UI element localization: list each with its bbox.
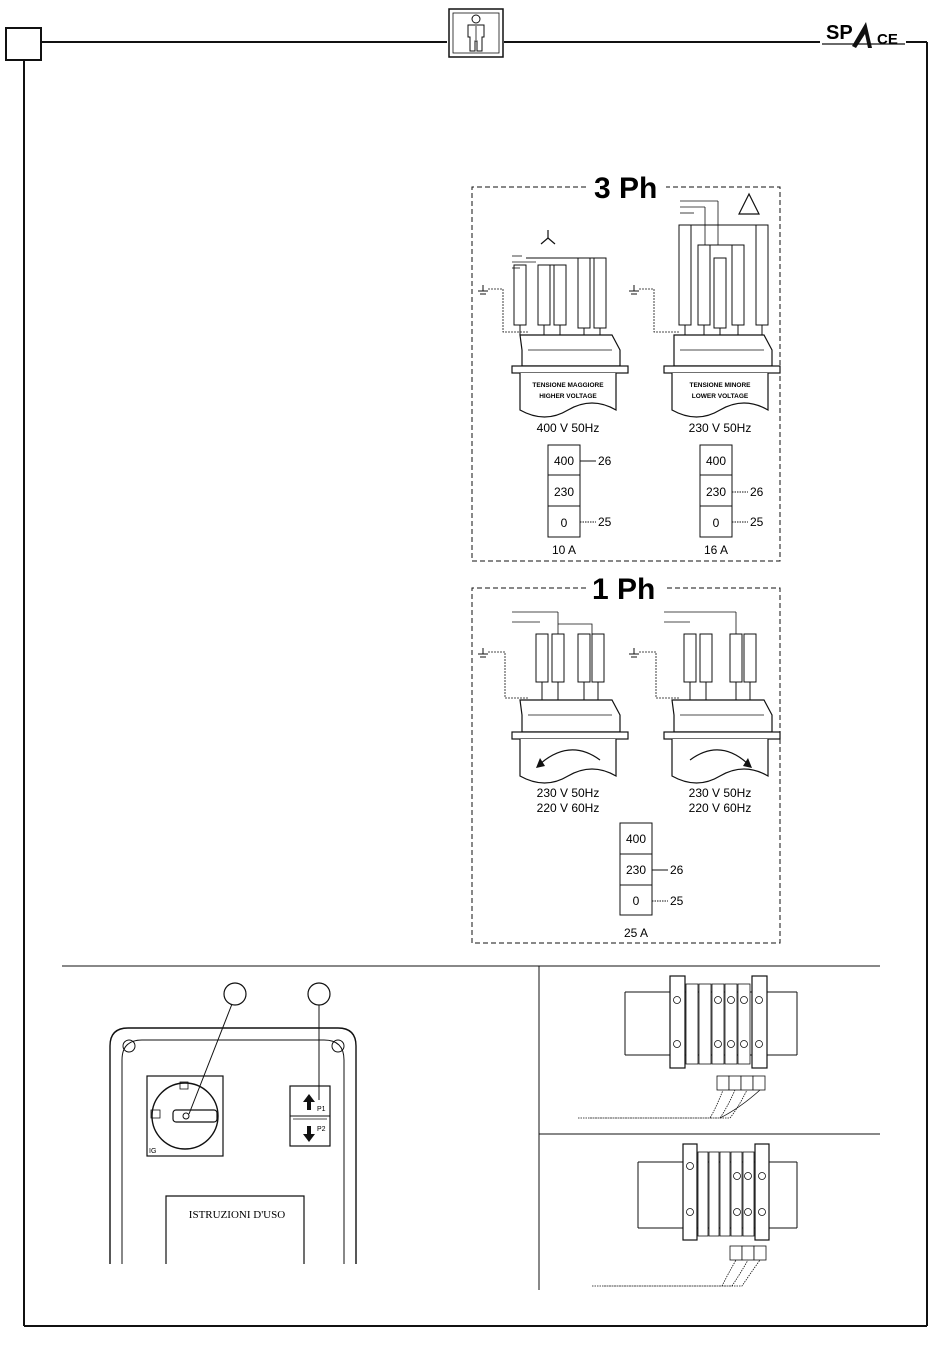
delta-terminal-230: 230 [706,485,726,499]
operator-person-icon [449,9,503,57]
single-phase-diagram: 1 Ph 230 [472,573,780,943]
single-terminal-230: 230 [626,863,646,877]
delta-plate-line1: TENSIONE MINORE [689,382,751,389]
button-down-label: P2 [317,1126,326,1133]
push-buttons: P1 P2 [290,1086,330,1146]
main-switch: IG [147,1076,223,1156]
star-terminal-230: 230 [554,485,574,499]
delta-terminal-400: 400 [706,454,726,468]
switch-label: IG [149,1148,156,1155]
space-logo: SP CE [822,22,905,48]
three-phase-title: 3 Ph [594,172,657,205]
ground-icon [478,285,488,294]
delta-plate-line2: LOWER VOLTAGE [692,393,749,400]
ground-icon [478,648,488,657]
single-phase-left: 230 V 50Hz 220 V 60Hz [478,612,628,815]
manual-label: ISTRUZIONI D'USO [189,1209,285,1221]
delta-terminal-number-25: 25 [750,515,764,529]
single-left-voltage1: 230 V 50Hz [537,786,600,800]
delta-voltage: 230 V 50Hz [689,421,752,435]
ground-icon [629,648,639,657]
star-fuse: 10 A [552,543,576,557]
delta-terminal-0: 0 [713,516,720,530]
terminal-board-top [578,976,797,1118]
single-phase-right: 230 V 50Hz 220 V 60Hz [629,612,780,815]
single-right-voltage1: 230 V 50Hz [689,786,752,800]
control-panel: IG P1 P2 ISTRUZIONI D'USO [110,983,356,1264]
single-phase-title: 1 Ph [592,573,655,606]
star-terminal-0: 0 [561,516,568,530]
star-connection: TENSIONE MAGGIORE HIGHER VOLTAGE 400 V 5… [478,230,628,557]
terminal-board-bottom [592,1144,797,1286]
star-connection-icon [541,230,555,244]
star-plate-line1: TENSIONE MAGGIORE [532,382,604,389]
star-terminal-number-25: 25 [598,515,612,529]
star-voltage: 400 V 50Hz [537,421,600,435]
single-terminal-400: 400 [626,832,646,846]
delta-connection: TENSIONE MINORE LOWER VOLTAGE 230 V 50Hz… [629,194,780,557]
callout-circle-2 [308,983,330,1005]
delta-terminal-number-26: 26 [750,485,764,499]
delta-connection-icon [739,194,759,214]
svg-text:SP: SP [826,22,853,44]
star-terminal-number-26: 26 [598,454,612,468]
single-terminal-0: 0 [633,894,640,908]
three-phase-diagram: 3 Ph [472,172,780,561]
single-terminal-number-26: 26 [670,863,684,877]
ground-icon [629,285,639,294]
single-right-voltage2: 220 V 60Hz [689,801,752,815]
single-left-voltage2: 220 V 60Hz [537,801,600,815]
single-terminal-number-25: 25 [670,894,684,908]
star-plate-line2: HIGHER VOLTAGE [539,393,597,400]
svg-text:CE: CE [877,31,898,48]
corner-box [6,28,41,60]
star-terminal-400: 400 [554,454,574,468]
delta-fuse: 16 A [704,543,728,557]
single-fuse: 25 A [624,926,648,940]
button-up-label: P1 [317,1106,326,1113]
callout-circle-1 [224,983,246,1005]
